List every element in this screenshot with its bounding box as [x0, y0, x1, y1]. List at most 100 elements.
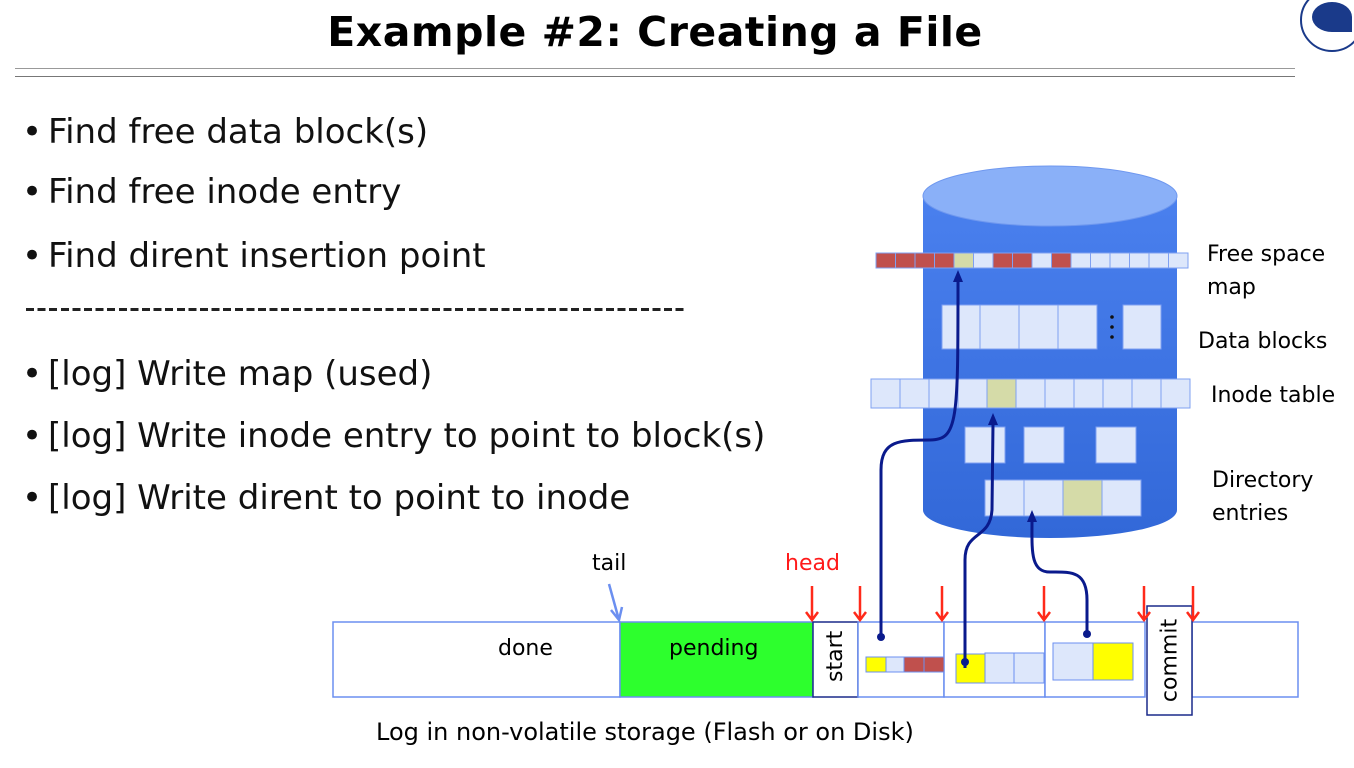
bullet-item: •Find free inode entry	[22, 172, 402, 212]
bullet-item: •[log] Write dirent to point to inode	[22, 478, 631, 518]
log-commit-block	[1146, 605, 1193, 716]
log-pending-region	[619, 621, 814, 698]
log-bar	[332, 605, 1299, 716]
free-space-map-cell-free	[1109, 252, 1130, 269]
head-arrow-icon	[1037, 586, 1051, 623]
free-space-map-cell-used	[914, 252, 935, 269]
head-arrow-icon	[935, 586, 949, 623]
log-dirent-new-cell	[1092, 642, 1134, 681]
directory-block	[964, 426, 1006, 464]
dirent	[1101, 479, 1142, 517]
data-block	[979, 304, 1020, 350]
log-head-label: head	[785, 551, 840, 576]
free-space-map-cell-free	[1148, 252, 1169, 269]
log-pointer-arrows	[607, 583, 1200, 623]
free-space-map-cell-used	[934, 252, 955, 269]
bullet-item: •[log] Write inode entry to point to blo…	[22, 416, 766, 456]
free-space-map-cell-free	[1168, 252, 1189, 269]
free-space-map-cell-free	[973, 252, 994, 269]
free-space-map-cell-free	[1031, 252, 1052, 269]
bullet-text: [log] Write map (used)	[48, 354, 433, 394]
log-map-used-cell	[903, 656, 925, 673]
bullet-text: [log] Write dirent to point to inode	[48, 478, 631, 518]
directory-block	[1023, 426, 1065, 464]
inode-entry	[1131, 378, 1162, 409]
ellipsis-dot	[1110, 315, 1114, 319]
bullet-item: •[log] Write map (used)	[22, 354, 433, 394]
free-space-map-cell-free	[1090, 252, 1111, 269]
arrowhead-icon	[988, 413, 998, 425]
inode-entry	[1102, 378, 1133, 409]
title-rule-bottom	[15, 76, 1295, 77]
pointer-links	[879, 281, 1089, 668]
head-arrow-icon	[853, 586, 867, 623]
free-space-map-cell-used	[895, 252, 916, 269]
data-blocks	[941, 304, 1162, 350]
arrowhead-icon	[1027, 510, 1037, 522]
log-pending-label: pending	[669, 636, 759, 661]
data-block	[941, 304, 981, 350]
head-arrow-icon	[1137, 586, 1151, 623]
inode-entry	[1044, 378, 1075, 409]
dirent	[1023, 479, 1064, 517]
data-block	[1122, 304, 1162, 350]
directory-blocks	[964, 426, 1137, 464]
separator-line	[26, 308, 686, 311]
dirent-new	[1062, 479, 1103, 517]
bullet-text: [log] Write inode entry to point to bloc…	[48, 416, 766, 456]
inode-entry	[928, 378, 959, 409]
data-block	[1057, 304, 1098, 350]
log-done-region	[332, 621, 621, 698]
free-space-map-cell-used	[992, 252, 1013, 269]
pointer-heads	[877, 270, 1091, 666]
free-space-map-cell-free	[1129, 252, 1150, 269]
log-done-label: done	[498, 636, 553, 661]
data-blocks-label: Data blocks	[1198, 329, 1328, 354]
bullet-text: Find free data block(s)	[48, 112, 429, 152]
bullet-item: •Find dirent insertion point	[22, 236, 486, 276]
inode-pointer-link	[963, 423, 995, 668]
dirent-pointer-link	[1030, 519, 1089, 634]
free-space-map	[875, 252, 1189, 269]
log-caption: Log in non-volatile storage (Flash or on…	[376, 718, 914, 746]
head-arrow-icon	[805, 586, 819, 623]
log-free-region	[1191, 621, 1299, 698]
pointer-origin-dot	[961, 658, 969, 666]
map-pointer-link	[879, 281, 960, 637]
inode-entry	[1015, 378, 1046, 409]
inode-table	[870, 378, 1191, 409]
tail-arrow-icon	[607, 583, 624, 623]
slide-title: Example #2: Creating a File	[327, 8, 983, 56]
pointer-origin-dot	[1083, 630, 1091, 638]
bullet-text: Find free inode entry	[48, 172, 402, 212]
bullet-text: Find dirent insertion point	[48, 236, 486, 276]
free-space-map-cell-free	[1070, 252, 1091, 269]
log-inode-new-cell	[955, 653, 986, 684]
log-tail-label: tail	[592, 551, 627, 576]
inode-entry-new	[986, 378, 1017, 409]
title-rule-top	[15, 68, 1295, 69]
inode-entry	[899, 378, 930, 409]
log-map-free-cell	[885, 656, 905, 673]
log-commit-label: commit	[1157, 618, 1183, 703]
ellipsis-dot	[1110, 335, 1114, 339]
arrowhead-icon	[953, 270, 963, 282]
inode-table-label: Inode table	[1211, 383, 1336, 408]
log-inode-cell	[984, 652, 1015, 684]
log-start-block	[812, 621, 859, 698]
inode-entry	[1160, 378, 1191, 409]
free-space-map-cell-used	[1012, 252, 1033, 269]
cylinder-top	[922, 165, 1178, 227]
bullet-item: •Find free data block(s)	[22, 112, 429, 152]
free-space-map-cell-used	[875, 252, 896, 269]
inode-entry	[957, 378, 988, 409]
log-map-new-cell	[865, 656, 887, 673]
log-map-used-cell	[923, 656, 945, 673]
head-arrow-icon	[1186, 586, 1200, 623]
inode-entry	[1073, 378, 1104, 409]
inode-entry	[870, 378, 901, 409]
ellipsis-dot	[1110, 325, 1114, 329]
